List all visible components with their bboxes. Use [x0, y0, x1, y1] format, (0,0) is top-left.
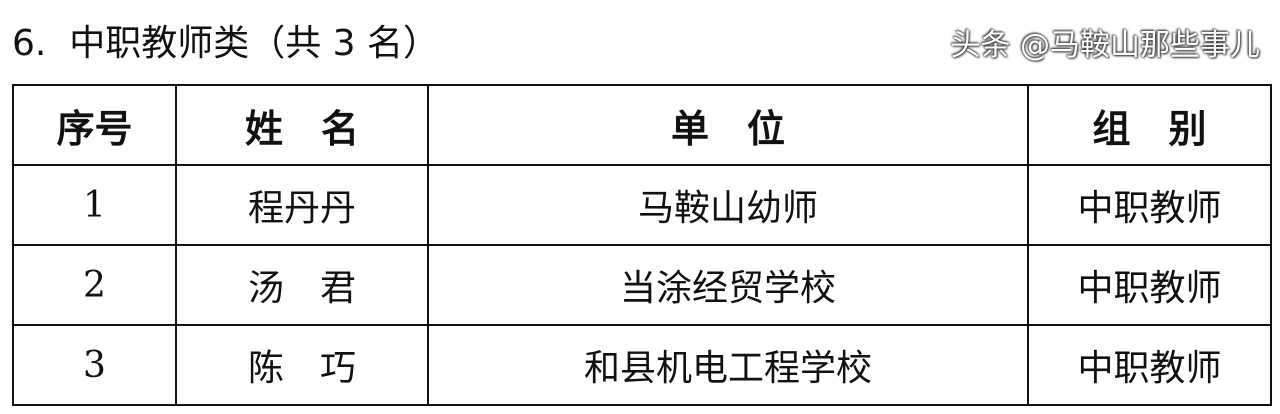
cell-name: 程丹丹: [175, 164, 429, 246]
cell-group: 中职教师: [1027, 324, 1272, 406]
header-name: 姓 名: [175, 84, 429, 166]
section-heading: 6. 中职教师类（共 3 名）: [12, 23, 440, 64]
cell-index: 2: [12, 244, 177, 326]
cell-index: 3: [12, 324, 177, 406]
cell-name: 陈 巧: [175, 324, 429, 406]
table-row: 2 汤 君 当涂经贸学校 中职教师: [12, 244, 1272, 326]
table-row: 3 陈 巧 和县机电工程学校 中职教师: [12, 324, 1272, 406]
header-group: 组 别: [1027, 84, 1272, 166]
watermark: 头条 @马鞍山那些事儿: [950, 28, 1260, 63]
header-index: 序号: [12, 84, 177, 166]
table-header-row: 序号 姓 名 单 位 组 别: [12, 84, 1272, 166]
teacher-table: 序号 姓 名 单 位 组 别 1 程丹丹 马鞍山幼师 中职教师 2 汤 君 当涂…: [12, 84, 1272, 406]
table-row: 1 程丹丹 马鞍山幼师 中职教师: [12, 164, 1272, 246]
cell-index: 1: [12, 164, 177, 246]
cell-unit: 当涂经贸学校: [427, 244, 1029, 326]
cell-unit: 马鞍山幼师: [427, 164, 1029, 246]
cell-name: 汤 君: [175, 244, 429, 326]
cell-group: 中职教师: [1027, 164, 1272, 246]
cell-unit: 和县机电工程学校: [427, 324, 1029, 406]
header-unit: 单 位: [427, 84, 1029, 166]
cell-group: 中职教师: [1027, 244, 1272, 326]
